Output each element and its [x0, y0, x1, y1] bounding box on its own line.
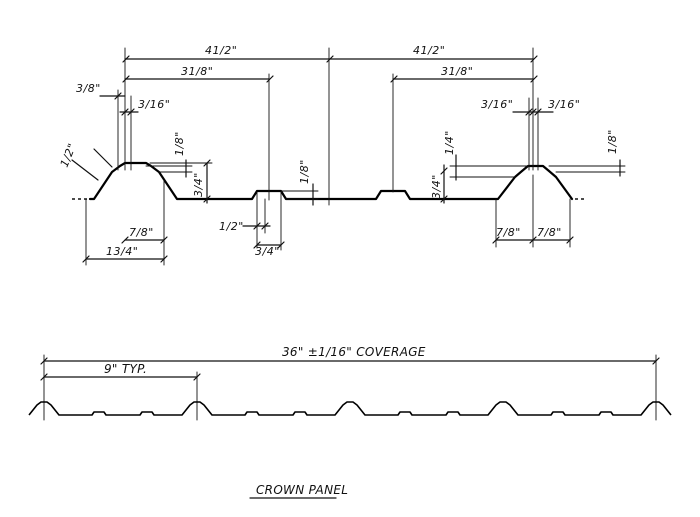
dim-line-left-slope	[71, 159, 99, 181]
dim-left-12-slope-label: 1/2"	[58, 141, 79, 169]
dim-ticks-coverage	[40, 357, 660, 365]
dim-left-38-label: 3/8"	[76, 82, 101, 95]
dim-center-18-label: 1/8"	[298, 159, 311, 184]
dim-right-14-label: 1/4"	[443, 130, 456, 155]
dim-right-34-height-label: 3/4"	[430, 174, 443, 199]
dim-right-78-b-label: 7/8"	[537, 226, 562, 239]
typical-label: 9" TYP.	[104, 362, 147, 376]
dim-left-34-height-label: 3/4"	[192, 172, 205, 197]
dim-ticks-center-12	[253, 222, 269, 230]
detail-profile	[72, 161, 584, 201]
dim-left-18-label: 1/8"	[173, 131, 186, 156]
dim-ticks-left-78	[121, 236, 168, 244]
dim-center-12-label: 1/2"	[219, 220, 244, 233]
dim-center-34-label: 3/4"	[255, 245, 280, 258]
dim-tick-left-316	[121, 108, 135, 116]
dim-right-316-a-label: 3/16"	[481, 98, 513, 111]
dim-left-316-label: 3/16"	[138, 98, 170, 111]
dim-ticks-left-318	[122, 75, 274, 83]
dim-left-half-label: 41/2"	[205, 44, 237, 57]
dim-right-78-a-label: 7/8"	[496, 226, 521, 239]
dim-right-18-label: 1/8"	[606, 129, 619, 154]
dim-ext-left-slope	[93, 148, 113, 168]
dim-ticks-right-34-height	[440, 167, 448, 203]
dim-ticks-right-318	[390, 75, 538, 83]
dim-ticks-right-half	[530, 55, 538, 63]
dim-left-78-label: 7/8"	[129, 226, 154, 239]
dim-ticks-right-316	[525, 108, 542, 116]
dim-ticks-left-34-height	[203, 159, 211, 203]
drawing-title: CROWN PANEL	[249, 483, 348, 499]
drawing-title-text: CROWN PANEL	[256, 483, 348, 497]
dim-left-318-label: 31/8"	[181, 65, 213, 78]
dim-right-half-label: 41/2"	[413, 44, 445, 57]
dim-ticks-typical	[40, 373, 201, 381]
dim-right-318-label: 31/8"	[441, 65, 473, 78]
dim-right-316-b-label: 3/16"	[548, 98, 580, 111]
dim-ticks-left-134	[82, 255, 168, 263]
dim-left-134-label: 13/4"	[106, 245, 138, 258]
panel-profile	[88, 161, 574, 201]
dim-ticks-center-34	[253, 241, 285, 249]
dim-ticks-right-78	[492, 236, 574, 244]
coverage-label: 36" ±1/16" COVERAGE	[282, 345, 426, 359]
coverage-detail: 36" ±1/16" COVERAGE 9" TYP.	[28, 345, 672, 421]
top-dimensions: 41/2" 41/2" 31/8" 31/8" 3/8" 3/16" 1/2"	[58, 44, 626, 266]
full-panel-profile	[28, 401, 672, 416]
dim-tick-left-38	[114, 92, 122, 100]
